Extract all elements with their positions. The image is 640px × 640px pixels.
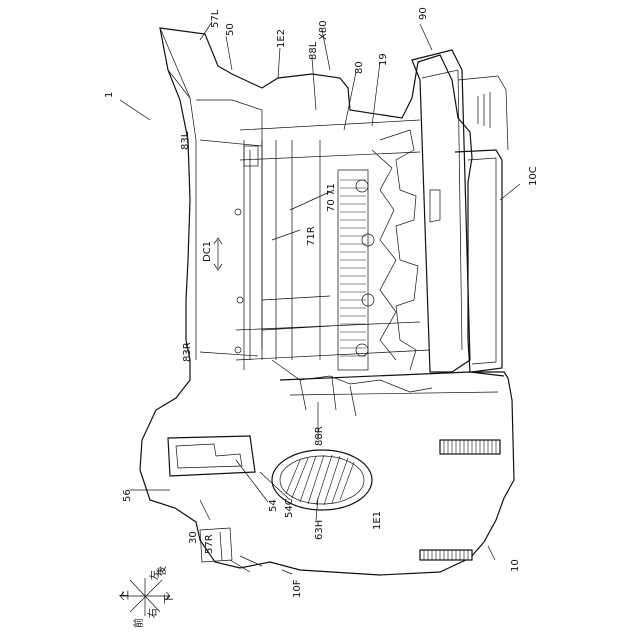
label-1: 1: [104, 92, 115, 98]
label-83L: 83L: [180, 131, 191, 150]
label-DC1: DC1: [202, 241, 213, 262]
label-X80: X80: [318, 20, 329, 40]
label-1E1: 1E1: [372, 511, 383, 530]
right-vent-upper: [440, 440, 500, 454]
label-30: 30: [188, 531, 199, 544]
dc1-arrow: [214, 238, 222, 270]
label-70: 70: [326, 199, 337, 212]
label-10F: 10F: [292, 579, 303, 598]
label-71R: 71R: [306, 226, 317, 246]
right-vent-lower: [420, 550, 472, 560]
roller-column: [338, 170, 374, 370]
compass-back: 後: [155, 566, 168, 576]
label-10C: 10C: [528, 166, 539, 186]
label-54C: 54C: [284, 498, 295, 518]
compass-up: 上: [119, 590, 131, 600]
label-88R: 88R: [314, 426, 325, 446]
label-57L: 57L: [210, 9, 221, 28]
label-57R: 57R: [204, 534, 215, 554]
compass-down: 下: [164, 594, 175, 604]
label-71: 71: [326, 183, 337, 196]
label-19: 19: [378, 53, 389, 66]
label-54: 54: [268, 499, 279, 512]
label-63H: 63H: [314, 520, 325, 540]
label-1E2: 1E2: [276, 29, 287, 48]
label-80: 80: [354, 61, 365, 74]
label-56: 56: [122, 489, 133, 502]
compass-right: 右: [146, 608, 159, 618]
orientation-compass: 上 左 後 下 前 右: [119, 566, 175, 628]
interior-mechanism: [235, 50, 470, 416]
label-50: 50: [225, 23, 236, 36]
label-10: 10: [510, 559, 521, 572]
compass-front: 前: [132, 618, 145, 628]
printer-body: [140, 28, 514, 575]
label-83R: 83R: [182, 342, 193, 362]
label-90: 90: [418, 7, 429, 20]
front-panel: [168, 436, 262, 572]
label-88L: 88L: [308, 41, 319, 60]
